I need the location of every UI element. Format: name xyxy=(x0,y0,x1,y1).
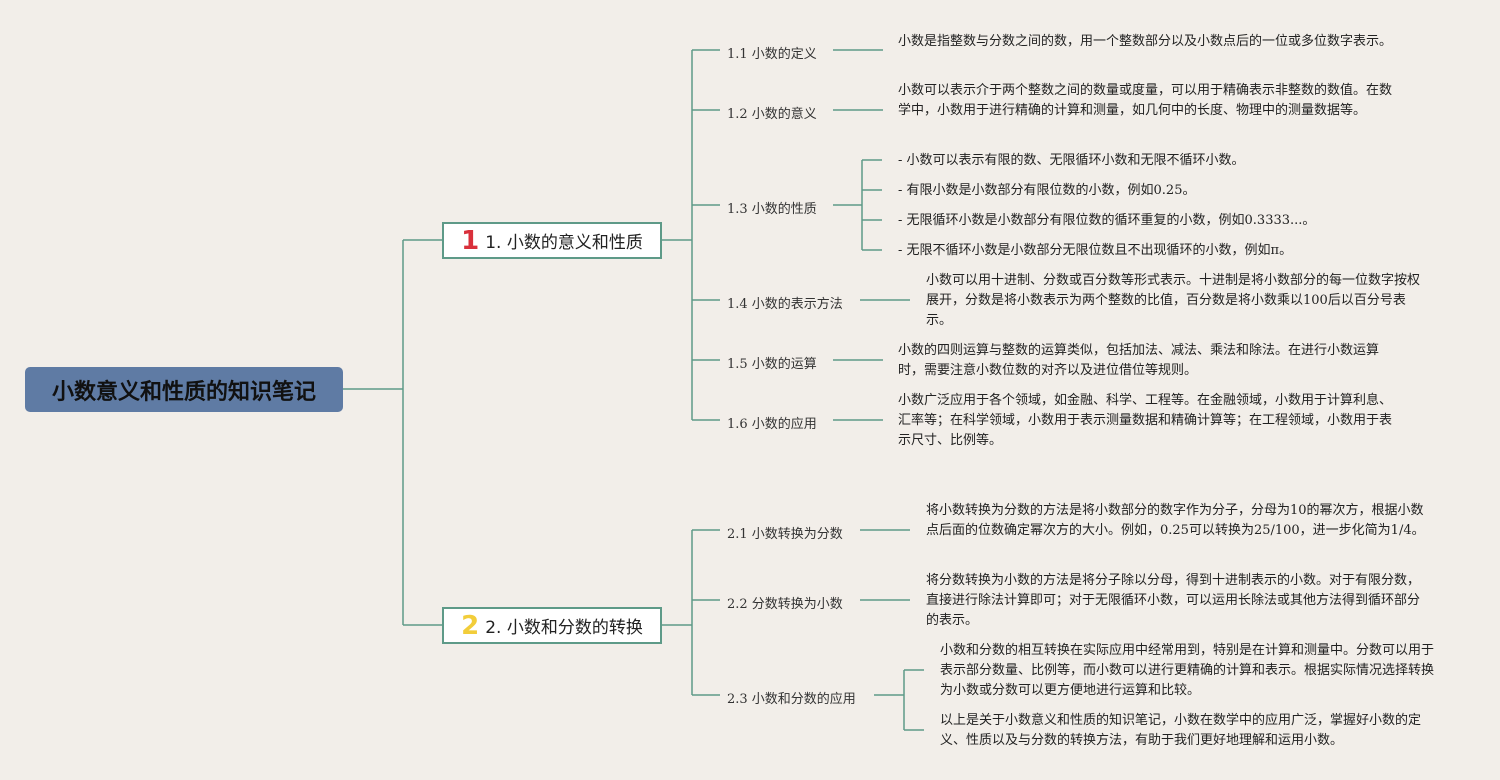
note-2-1: 将小数转换为分数的方法是将小数部分的数字作为分子，分母为10的幂次方，根据小数点… xyxy=(926,503,1425,538)
note-1-6: 小数广泛应用于各个领域，如金融、科学、工程等。在金融领域，小数用于计算利息、汇率… xyxy=(898,393,1393,448)
note-1-3-d: - 无限不循环小数是小数部分无限位数且不出现循环的小数，例如π。 xyxy=(898,243,1293,258)
note-2-3-b: 以上是关于小数意义和性质的知识笔记，小数在数学中的应用广泛，掌握好小数的定义、性… xyxy=(940,713,1422,748)
subtopic-1-6[interactable]: 1.6 小数的应用 xyxy=(727,417,817,432)
subtopic-1-1[interactable]: 1.1 小数的定义 xyxy=(727,47,817,62)
branch-marker-1: 1 xyxy=(461,225,480,256)
note-1-4: 小数可以用十进制、分数或百分数等形式表示。十进制是将小数部分的每一位数字按权展开… xyxy=(926,273,1421,328)
subtopic-1-3[interactable]: 1.3 小数的性质 xyxy=(727,202,817,217)
branch-label-1: 1. 小数的意义和性质 xyxy=(485,233,643,253)
branch-marker-2: 2 xyxy=(461,610,480,641)
note-1-1: 小数是指整数与分数之间的数，用一个整数部分以及小数点后的一位或多位数字表示。 xyxy=(898,34,1393,49)
note-1-5: 小数的四则运算与整数的运算类似，包括加法、减法、乘法和除法。在进行小数运算时，需… xyxy=(898,343,1380,378)
subtopic-1-2[interactable]: 1.2 小数的意义 xyxy=(727,107,817,122)
subtopic-2-3[interactable]: 2.3 小数和分数的应用 xyxy=(727,692,856,707)
note-1-2: 小数可以表示介于两个整数之间的数量或度量，可以用于精确表示非整数的数值。在数学中… xyxy=(898,83,1393,118)
note-1-3-b: - 有限小数是小数部分有限位数的小数，例如0.25。 xyxy=(898,183,1196,198)
note-2-3-a: 小数和分数的相互转换在实际应用中经常用到，特别是在计算和测量中。分数可以用于表示… xyxy=(940,643,1435,698)
subtopic-1-5[interactable]: 1.5 小数的运算 xyxy=(727,357,817,372)
branch-node-1[interactable]: 1 1. 小数的意义和性质 xyxy=(442,222,662,259)
branch-label-2: 2. 小数和分数的转换 xyxy=(485,618,643,638)
subtopic-2-1[interactable]: 2.1 小数转换为分数 xyxy=(727,527,843,542)
subtopic-1-4[interactable]: 1.4 小数的表示方法 xyxy=(727,297,843,312)
root-title: 小数意义和性质的知识笔记 xyxy=(51,379,316,405)
note-1-3-a: - 小数可以表示有限的数、无限循环小数和无限不循环小数。 xyxy=(898,153,1245,168)
note-2-2: 将分数转换为小数的方法是将分子除以分母，得到十进制表示的小数。对于有限分数，直接… xyxy=(926,573,1421,628)
branch-node-2[interactable]: 2 2. 小数和分数的转换 xyxy=(442,607,662,644)
root-node[interactable]: 小数意义和性质的知识笔记 xyxy=(25,367,343,412)
subtopic-2-2[interactable]: 2.2 分数转换为小数 xyxy=(727,597,843,612)
note-1-3-c: - 无限循环小数是小数部分有限位数的循环重复的小数，例如0.3333...。 xyxy=(898,213,1316,228)
